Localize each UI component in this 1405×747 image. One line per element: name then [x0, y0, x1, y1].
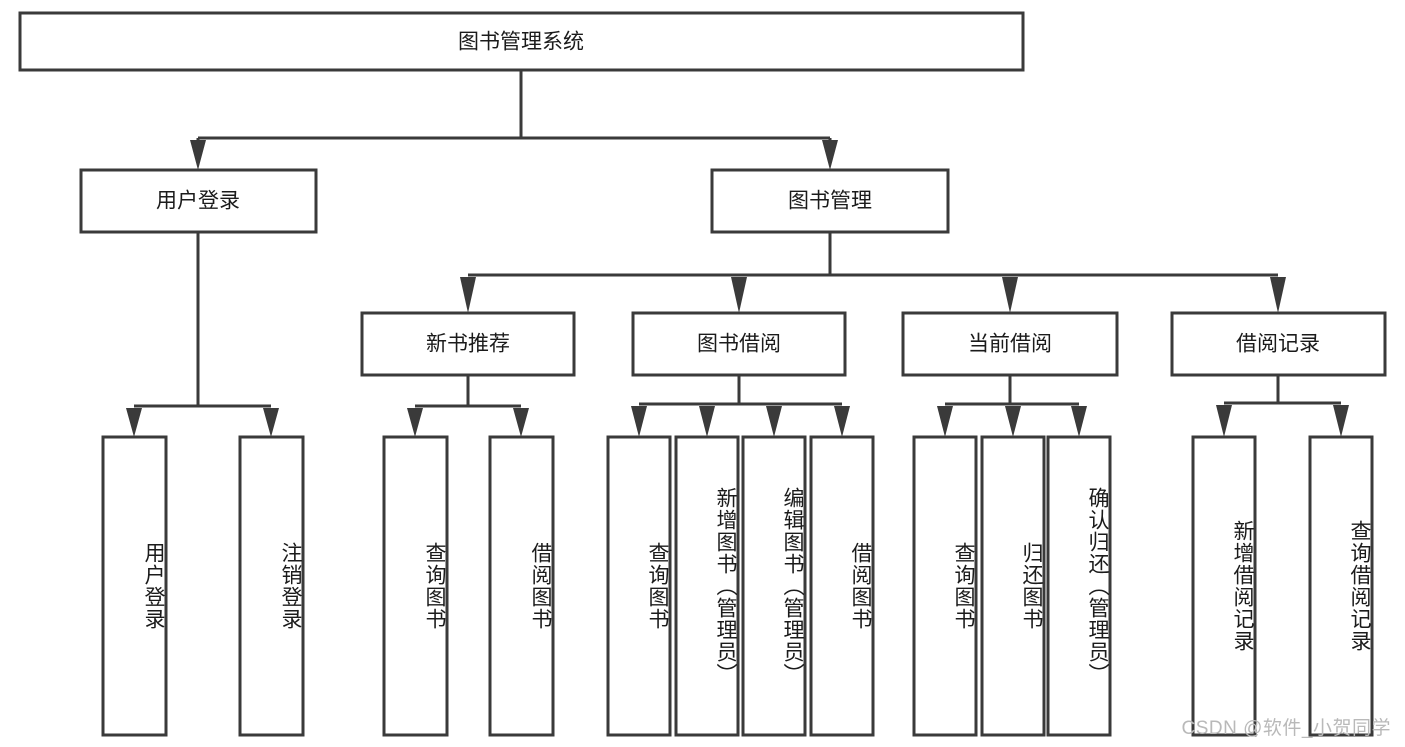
connector-group-current-borrow — [937, 375, 1087, 437]
arrow-head-level3-2 — [1002, 277, 1018, 313]
connector-group-book-manage — [460, 232, 1286, 313]
node-new-book-recommend[interactable]: 新书推荐 — [360, 311, 576, 377]
connector-group-new-book-recommend — [407, 375, 529, 437]
arrow-head-leaf-borrow-record-0 — [1216, 405, 1232, 437]
connector-group-user-login — [126, 232, 279, 437]
node-current-borrow-label: 当前借阅 — [968, 333, 1052, 356]
node-root-box[interactable] — [18, 11, 1025, 72]
node-user-login-label: 用户登录 — [156, 190, 240, 213]
node-user-login[interactable]: 用户登录 — [79, 168, 318, 234]
leaf-box-user-login-1[interactable] — [238, 435, 305, 737]
node-book-borrow[interactable]: 图书借阅 — [631, 311, 847, 377]
leaf-box-current-borrow-2[interactable] — [1046, 435, 1112, 737]
node-root[interactable]: 图书管理系统 — [18, 11, 1025, 72]
arrow-head-level3-1 — [731, 277, 747, 313]
arrow-head-leaf-user-login-0 — [126, 408, 142, 437]
node-user-login-box[interactable] — [79, 168, 318, 234]
arrow-head-leaf-book-borrow-3 — [834, 406, 850, 437]
node-current-borrow[interactable]: 当前借阅 — [901, 311, 1119, 377]
arrow-head-leaf-book-borrow-0 — [631, 406, 647, 437]
arrow-head-leaf-new-book-0 — [407, 408, 423, 437]
node-book-borrow-label: 图书借阅 — [697, 333, 781, 356]
node-borrow-record-box[interactable] — [1170, 311, 1387, 377]
arrow-head-leaf-book-borrow-2 — [766, 406, 782, 437]
node-borrow-record[interactable]: 借阅记录 — [1170, 311, 1387, 377]
leaf-box-book-borrow-3[interactable] — [809, 435, 875, 737]
arrow-head-leaf-user-login-1 — [263, 408, 279, 437]
leaf-box-borrow-record-0[interactable] — [1191, 435, 1257, 737]
csdn-watermark: CSDN @软件_小贺同学 — [1181, 718, 1391, 739]
node-borrow-record-label: 借阅记录 — [1236, 333, 1320, 356]
arrow-head-leaf-current-borrow-0 — [937, 406, 953, 437]
leaf-box-current-borrow-0[interactable] — [912, 435, 978, 737]
leaf-box-book-borrow-2[interactable] — [741, 435, 807, 737]
connector-group-borrow-record — [1216, 375, 1349, 437]
leaf-box-book-borrow-0[interactable] — [606, 435, 672, 737]
leaf-box-new-book-recommend-1[interactable] — [488, 435, 555, 737]
node-book-manage-label: 图书管理 — [788, 190, 872, 213]
arrow-head-level3-0 — [460, 277, 476, 313]
arrow-head-level3-3 — [1270, 277, 1286, 313]
leaf-box-book-borrow-1[interactable] — [674, 435, 740, 737]
node-book-manage-box[interactable] — [710, 168, 950, 234]
connector-group-book-borrow — [631, 375, 850, 437]
node-root-label: 图书管理系统 — [458, 31, 584, 54]
arrow-head-leaf-current-borrow-2 — [1071, 406, 1087, 437]
leaf-box-new-book-recommend-0[interactable] — [382, 435, 449, 737]
node-new-book-recommend-box[interactable] — [360, 311, 576, 377]
leaf-box-user-login-0[interactable] — [101, 435, 168, 737]
node-new-book-recommend-label: 新书推荐 — [426, 333, 510, 356]
arrow-head-leaf-new-book-1 — [513, 408, 529, 437]
node-book-borrow-box[interactable] — [631, 311, 847, 377]
leaf-box-borrow-record-1[interactable] — [1308, 435, 1374, 737]
leaf-box-current-borrow-1[interactable] — [980, 435, 1046, 737]
connector-group-root — [190, 70, 838, 170]
node-book-manage[interactable]: 图书管理 — [710, 168, 950, 234]
arrow-head-leaf-borrow-record-1 — [1333, 405, 1349, 437]
arrow-head-book-manage — [822, 140, 838, 170]
arrow-head-leaf-current-borrow-1 — [1005, 406, 1021, 437]
arrow-head-user-login — [190, 140, 206, 170]
node-current-borrow-box[interactable] — [901, 311, 1119, 377]
arrow-head-leaf-book-borrow-1 — [699, 406, 715, 437]
